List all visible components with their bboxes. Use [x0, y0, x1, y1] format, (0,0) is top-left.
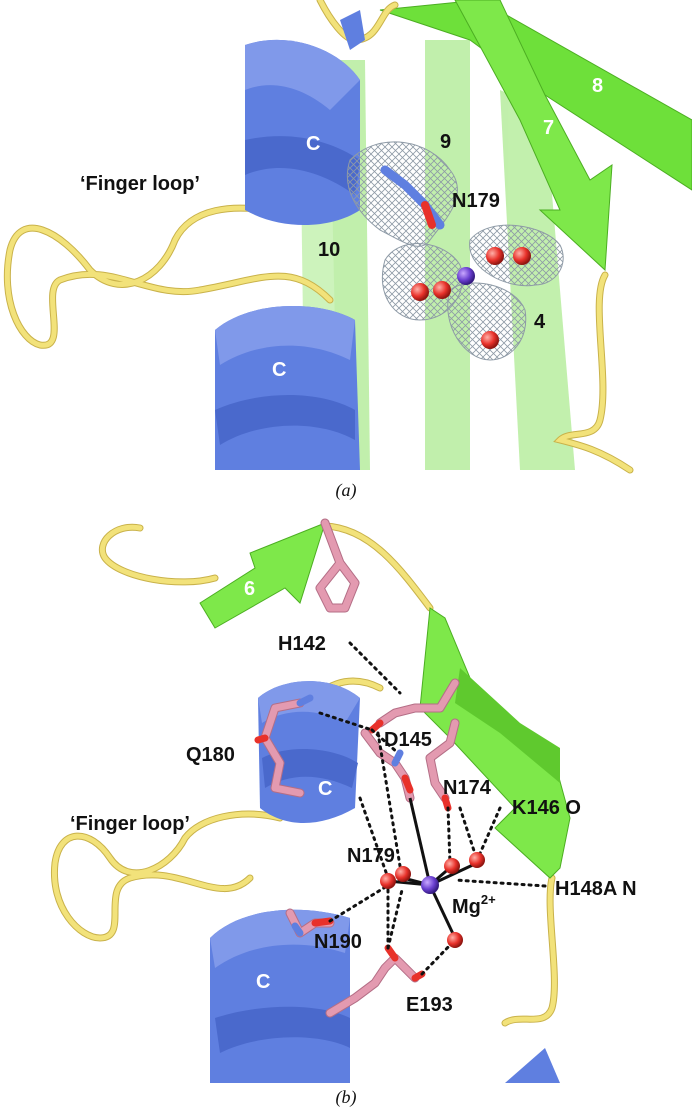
helix-bottom-b: [210, 909, 350, 1083]
mg-charge-label: 2+: [481, 892, 496, 907]
n179-label-a: N179: [452, 190, 500, 212]
n190-label: N190: [314, 931, 362, 953]
loops-b: [50, 522, 558, 1027]
n179-stick-a: [380, 165, 445, 230]
mg-label-text: Mg: [452, 896, 481, 918]
strand-6-b: [199, 522, 326, 629]
helix-c-label-a-bottom: C: [272, 359, 286, 381]
helix-c-label-b-top: C: [318, 778, 332, 800]
finger-loop-label-b: ‘Finger loop’: [70, 813, 190, 835]
helix-c-label-a-top: C: [306, 133, 320, 155]
strand-4-label: 4: [534, 311, 546, 333]
h142-label: H142: [278, 633, 326, 655]
panel-a-figure: ‘Finger loop’ 9 10 4 N179 C C 7 8: [3, 0, 692, 474]
helix-bottom-a: [215, 306, 360, 470]
n179-label-b: N179: [347, 845, 395, 867]
helix-top-a: [245, 10, 365, 226]
finger-loop-label-a: ‘Finger loop’: [80, 173, 200, 195]
ions-a: [411, 247, 531, 349]
strand-7-8: [379, 0, 692, 272]
strand-6-label: 6: [244, 578, 255, 600]
strand-8-label: 8: [592, 75, 603, 97]
caption-a: (a): [335, 480, 357, 500]
panel-b: ‘Finger loop’ H142 D145 Q180 N174 K146 O…: [0, 508, 692, 1083]
panel-a: ‘Finger loop’ 9 10 4 N179 C C 7 8: [0, 0, 692, 475]
h148-label: H148A N: [555, 878, 637, 900]
d145-label: D145: [384, 729, 432, 751]
panel-b-figure: ‘Finger loop’ H142 D145 Q180 N174 K146 O…: [50, 518, 637, 1083]
mg-label: Mg2+: [452, 892, 496, 918]
hbonds-b: [318, 641, 547, 976]
n174-label: N174: [443, 777, 492, 799]
q180-label: Q180: [186, 744, 235, 766]
k146-label: K146 O: [512, 797, 581, 819]
residue-sticks-b: [254, 518, 460, 1018]
strand-9-label: 9: [440, 131, 451, 153]
strand-7-label: 7: [543, 117, 554, 139]
caption-b: (b): [335, 1087, 357, 1107]
helix-c-label-b-bottom: C: [256, 971, 270, 993]
ions-b: [380, 852, 485, 948]
strand-10-label: 10: [318, 239, 340, 261]
helix-fragment-b: [505, 1048, 560, 1083]
e193-label: E193: [406, 994, 453, 1016]
